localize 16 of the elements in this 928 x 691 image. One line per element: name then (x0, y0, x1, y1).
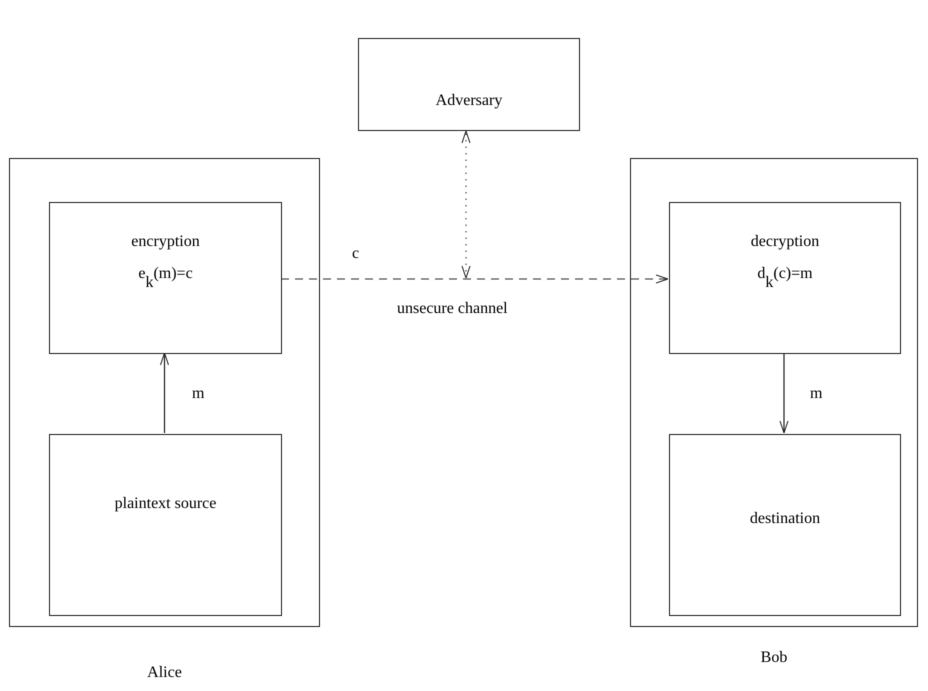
arrow (780, 353, 788, 434)
node-label: destination (748, 510, 822, 528)
node-label: encryption (130, 233, 201, 251)
arrow (462, 130, 470, 278)
process-box (669, 202, 901, 354)
process-box (49, 434, 282, 616)
node-label: decryption (750, 233, 820, 251)
process-box (669, 434, 901, 616)
process-box (358, 38, 580, 131)
group-label: Alice (146, 664, 183, 682)
group-label: Bob (760, 649, 788, 667)
process-box (49, 202, 282, 354)
node-label: Adversary (434, 92, 504, 110)
arrow (281, 274, 668, 284)
node-label: plaintext source (114, 495, 218, 513)
arrow (160, 352, 169, 433)
